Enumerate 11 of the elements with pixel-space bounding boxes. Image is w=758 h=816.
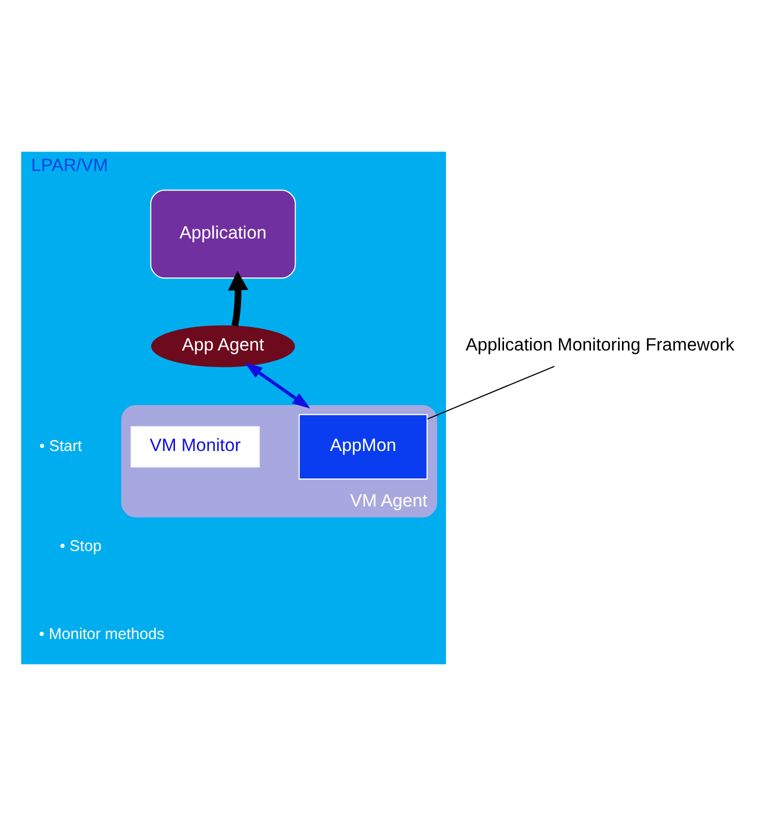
- node-box: VM Monitor: [130, 426, 260, 468]
- node-box: Application: [150, 190, 296, 279]
- arrow: [228, 270, 248, 326]
- label: • Start: [39, 438, 82, 455]
- label: • Stop: [60, 538, 102, 555]
- arrow: [244, 362, 310, 409]
- node-box: AppMon: [298, 414, 428, 480]
- label: • Monitor methods: [39, 626, 165, 643]
- connector: [427, 366, 555, 420]
- node-ellipse: App Agent: [151, 325, 295, 368]
- node-text: Application Monitoring Framework: [466, 334, 734, 355]
